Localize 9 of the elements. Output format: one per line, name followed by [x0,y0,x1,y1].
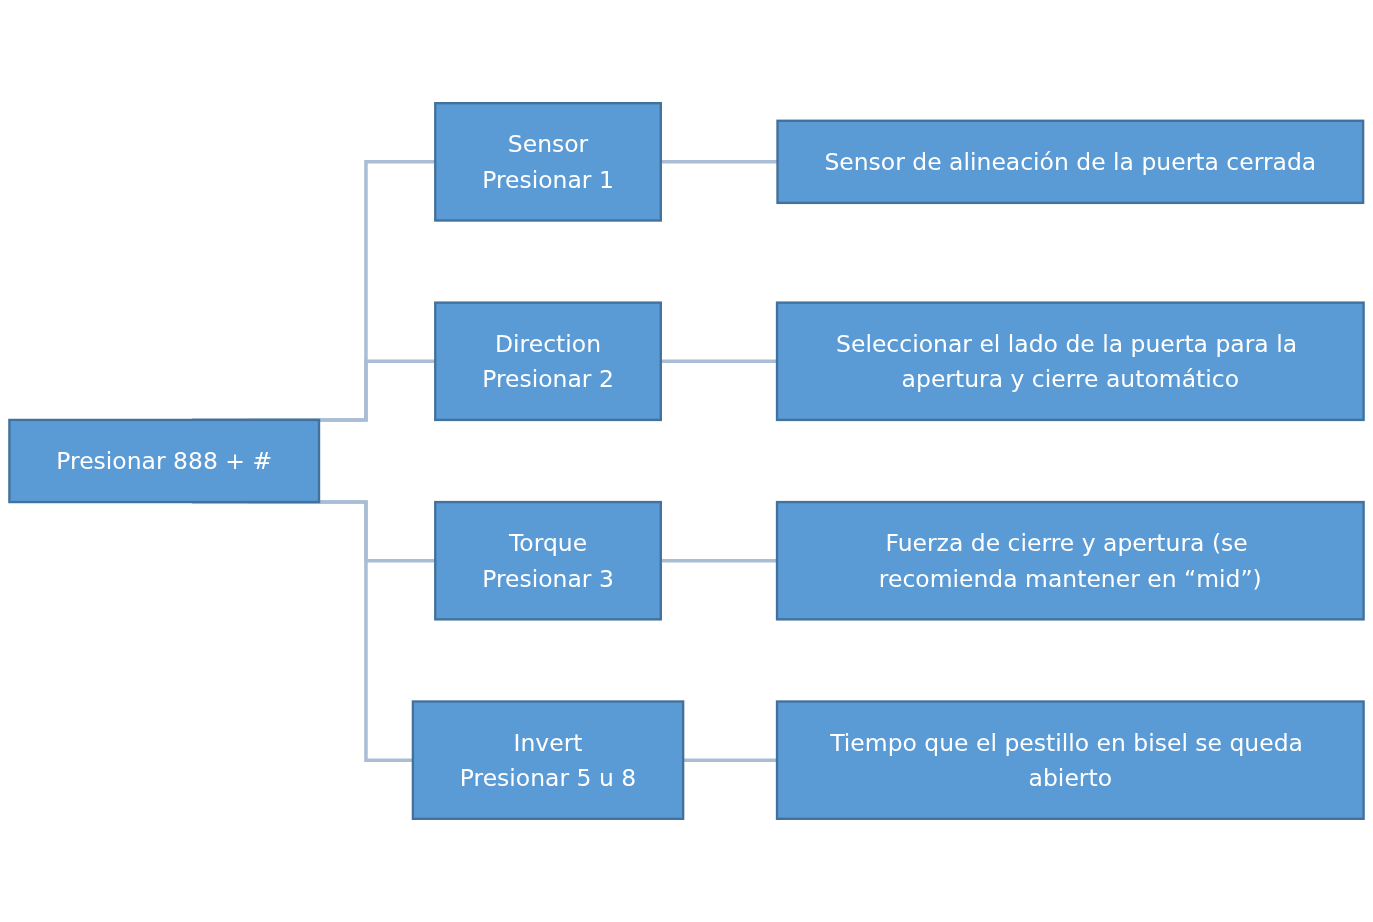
node-box: Sensor de alineación de la puerta cerrada [776,119,1365,205]
node-box: Seleccionar el lado de la puerta para la apertura y cierre automático [775,301,1365,422]
node-box: Tiempo que el pestillo en bisel se queda abierto [775,700,1365,820]
node-box: Direction Presionar 2 [434,301,662,422]
node-box: Torque Presionar 3 [434,500,662,621]
node-box: Presionar 888 + # [8,418,321,504]
node-box: Invert Presionar 5 u 8 [411,700,685,820]
node-box: Sensor Presionar 1 [434,102,662,222]
node-box: Fuerza de cierre y apertura (se recomienda mantener en “mid”) [775,500,1365,621]
